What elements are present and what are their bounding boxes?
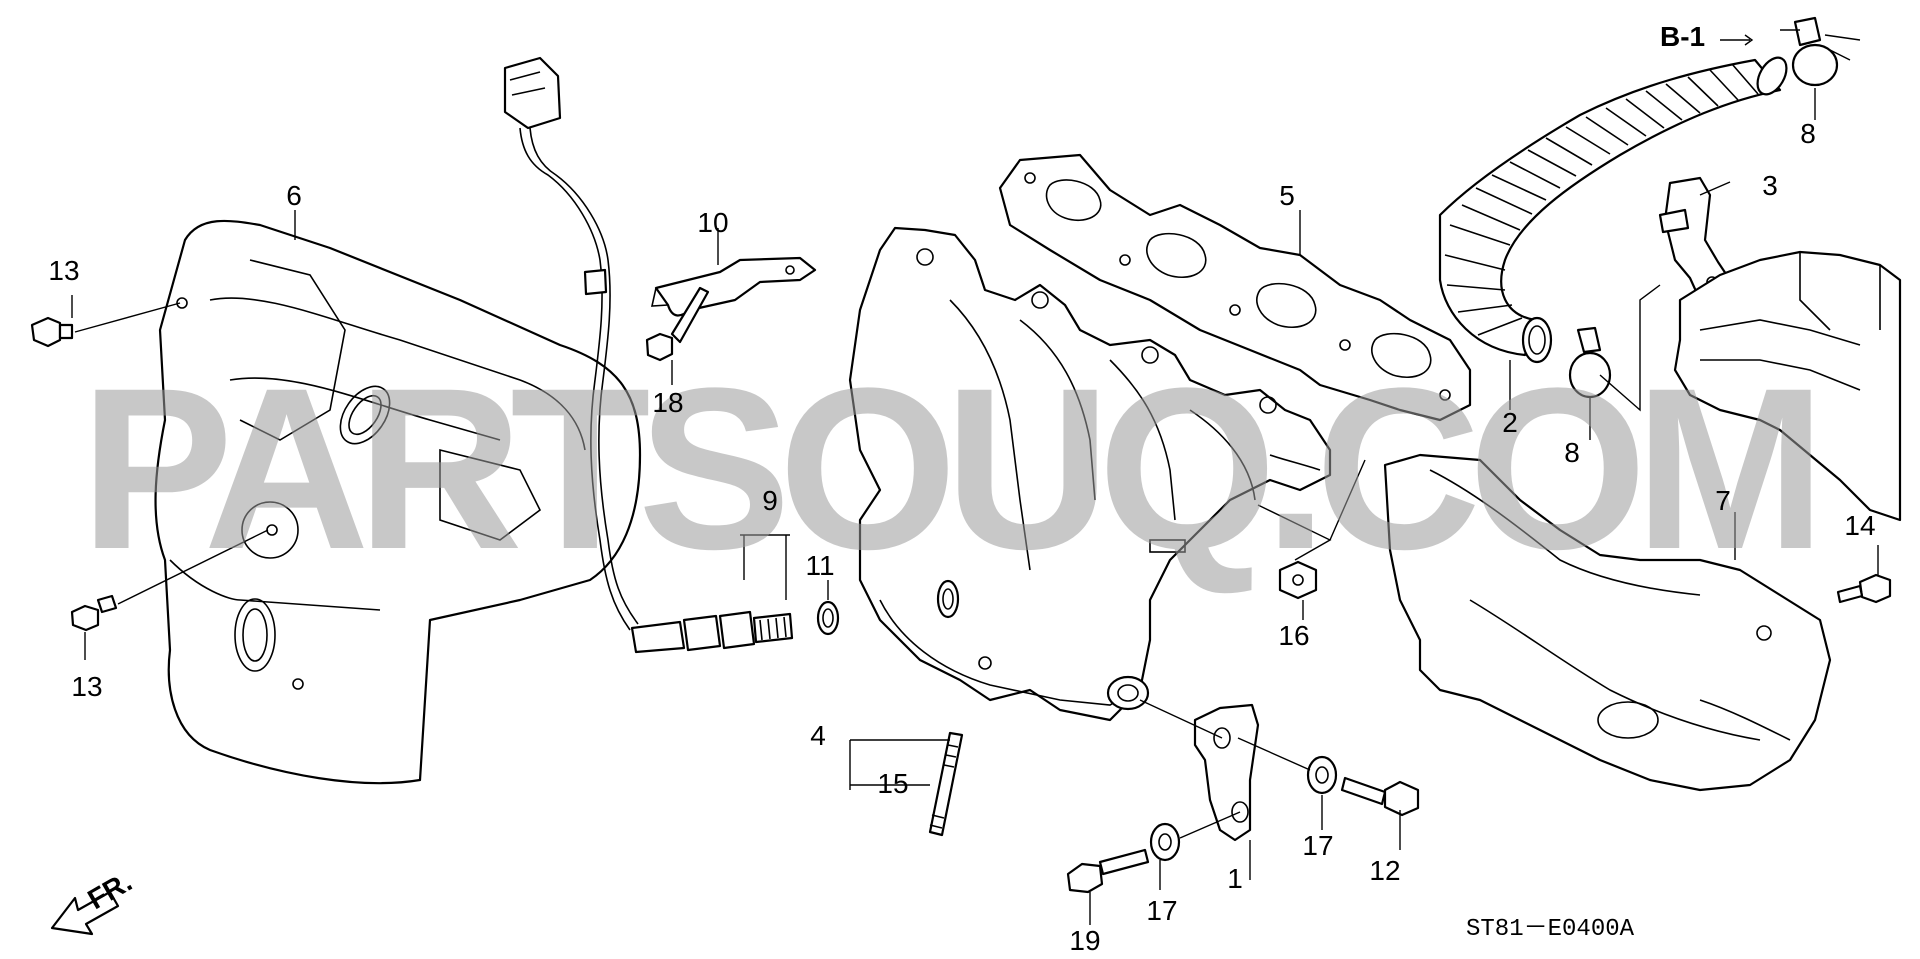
callout-18[interactable]: 18 [652,387,683,418]
bracket-1-part[interactable] [1139,699,1260,842]
callout-6[interactable]: 6 [286,180,302,211]
callout-12[interactable]: 12 [1369,855,1400,886]
stud-15-part[interactable] [928,731,964,837]
front-direction-arrow-icon [50,890,120,936]
bolt-12-part[interactable] [1340,776,1420,817]
flex-pipe-2-part[interactable] [1438,53,1792,364]
bracket-10-part[interactable] [650,256,817,317]
callout-15[interactable]: 15 [877,768,908,799]
callout-8-upper[interactable]: 8 [1800,118,1816,149]
watermark: PARTSOUQ.COM [80,340,1840,597]
washer-17-right[interactable] [1237,737,1338,795]
callout-11[interactable]: 11 [805,550,834,581]
reference-label-b1[interactable]: B-1 [1660,21,1705,52]
washer-17-left[interactable] [1149,811,1241,862]
diagram-code: ST81－E0400A [1466,916,1635,943]
clamp-8-lower[interactable] [1568,284,1661,412]
callout-7[interactable]: 7 [1715,485,1731,516]
callout-17-right[interactable]: 17 [1302,830,1333,861]
callout-1[interactable]: 1 [1227,863,1243,894]
callout-19[interactable]: 19 [1069,925,1100,956]
callout-16[interactable]: 16 [1278,620,1309,651]
callout-2[interactable]: 2 [1502,407,1518,438]
exhaust-gasket-5-part[interactable] [998,153,1472,422]
callout-14[interactable]: 14 [1844,510,1875,541]
nut-16-part[interactable] [1257,459,1366,600]
gasket-11-part[interactable] [816,600,840,636]
bolt-14-part[interactable] [1836,573,1892,604]
bolt-13-upper[interactable] [30,302,181,348]
catalytic-converter-part[interactable] [1673,250,1902,522]
callout-17-left[interactable]: 17 [1146,895,1177,926]
upper-heat-shield-part[interactable] [154,219,642,785]
leader-lines [71,34,1879,925]
exhaust-manifold-4-part[interactable] [848,226,1332,722]
callout-3[interactable]: 3 [1762,170,1778,201]
callout-9[interactable]: 9 [762,485,778,516]
callout-13-lower[interactable]: 13 [71,671,102,702]
bolt-19-part[interactable] [1066,848,1150,894]
oxygen-sensor-part[interactable] [503,56,794,654]
lower-heat-shield-part[interactable] [1383,453,1832,792]
callout-labels: 1 2 3 4 5 6 7 8 8 9 10 11 12 13 13 14 15… [48,118,1875,956]
callout-10[interactable]: 10 [697,207,728,238]
callout-5[interactable]: 5 [1279,180,1295,211]
clamp-8-upper[interactable] [1780,16,1861,87]
bolt-18-part[interactable] [645,286,710,362]
bolt-13-lower[interactable] [70,529,269,632]
callout-13-upper[interactable]: 13 [48,255,79,286]
callout-4[interactable]: 4 [810,720,826,751]
callout-8-lower[interactable]: 8 [1564,437,1580,468]
